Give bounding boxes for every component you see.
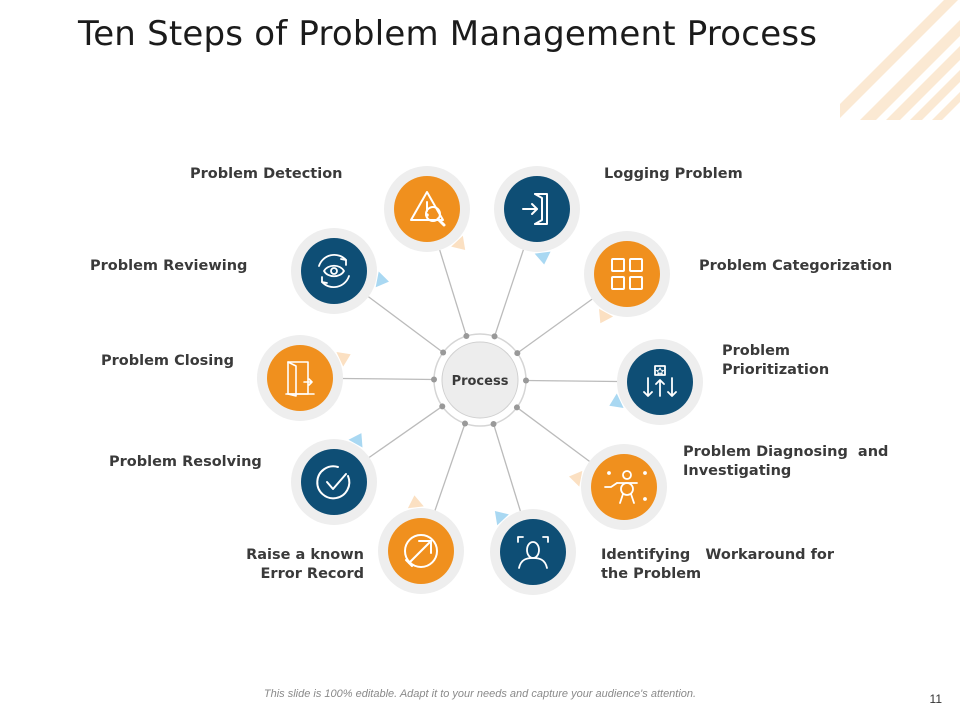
hub-dot — [463, 333, 470, 340]
target-arrow-icon — [404, 534, 438, 568]
connector-line — [492, 423, 521, 512]
eye-refresh-icon — [318, 253, 350, 289]
footer-note: This slide is 100% editable. Adapt it to… — [263, 688, 697, 700]
pointer-triangle — [534, 251, 551, 265]
step-node-9 — [257, 335, 343, 421]
hub-dot — [513, 404, 520, 411]
step-label-diagnosing: Problem Diagnosing and Investigating — [683, 444, 889, 479]
pointer-triangle — [568, 470, 583, 487]
center-hub: Process — [433, 333, 527, 427]
pointer-triangle — [599, 308, 614, 324]
grid-categories-icon — [611, 258, 643, 290]
hub-dot — [439, 403, 446, 410]
pointer-triangle — [609, 393, 624, 408]
pointer-triangle — [348, 433, 363, 448]
decorative-stripes — [840, 0, 960, 120]
pointer-triangle — [375, 271, 389, 288]
step-label-logging: Logging Problem — [604, 166, 743, 182]
pointer-triangle — [407, 495, 424, 509]
connector-line — [368, 405, 443, 458]
face-scan-icon — [517, 536, 549, 569]
hub-dot — [431, 376, 438, 383]
hub-dot — [491, 333, 498, 340]
hub-dot — [514, 350, 521, 357]
page-number: 11 — [929, 692, 942, 706]
pointer-triangle — [451, 235, 466, 250]
slide-title: Ten Steps of Problem Management Process — [78, 14, 818, 54]
step-label-detection: Problem Detection — [190, 166, 343, 182]
connector-line — [525, 379, 618, 383]
hub-dot — [490, 420, 497, 427]
step-node-3 — [584, 231, 670, 317]
step-label-workaround: Identifying Workaround for the Problem — [601, 547, 835, 582]
step-node-1 — [384, 166, 470, 252]
step-node-10 — [291, 228, 377, 314]
connector-line — [434, 423, 466, 511]
connector-line — [516, 406, 590, 462]
login-door-icon — [522, 193, 548, 225]
hub-dot — [461, 420, 468, 427]
step-label-resolving: Problem Resolving — [109, 454, 262, 470]
connector-line — [439, 249, 468, 337]
step-node-5 — [581, 444, 667, 530]
step-node-6 — [490, 509, 576, 595]
hub-dot — [522, 377, 529, 384]
pointer-triangles — [336, 235, 624, 526]
step-node-7 — [378, 508, 464, 594]
step-node-4 — [617, 339, 703, 425]
step-label-prioritization: Problem Prioritization — [722, 343, 830, 378]
pointer-triangle — [494, 510, 509, 526]
step-label-closing: Problem Closing — [101, 353, 234, 369]
step-label-reviewing: Problem Reviewing — [90, 258, 248, 274]
hub-dot — [440, 349, 447, 356]
warning-magnifier-icon — [410, 191, 446, 227]
connector-lines — [342, 249, 618, 512]
step-label-error-record: Raise a known Error Record — [246, 547, 364, 582]
step-node-8 — [291, 439, 377, 525]
pointer-triangle — [336, 352, 351, 367]
open-door-icon — [285, 361, 315, 397]
connector-line — [342, 377, 435, 381]
hub-dots — [431, 333, 529, 427]
investigation-figure-icon — [604, 470, 647, 504]
step-label-categorization: Problem Categorization — [699, 258, 893, 274]
priority-arrows-icon — [643, 365, 677, 397]
checkmark-circle-icon — [316, 465, 351, 500]
connector-line — [516, 298, 593, 354]
connector-line — [368, 296, 444, 354]
connector-line — [493, 249, 525, 337]
step-node-2 — [494, 166, 580, 252]
center-label: Process — [452, 374, 509, 389]
